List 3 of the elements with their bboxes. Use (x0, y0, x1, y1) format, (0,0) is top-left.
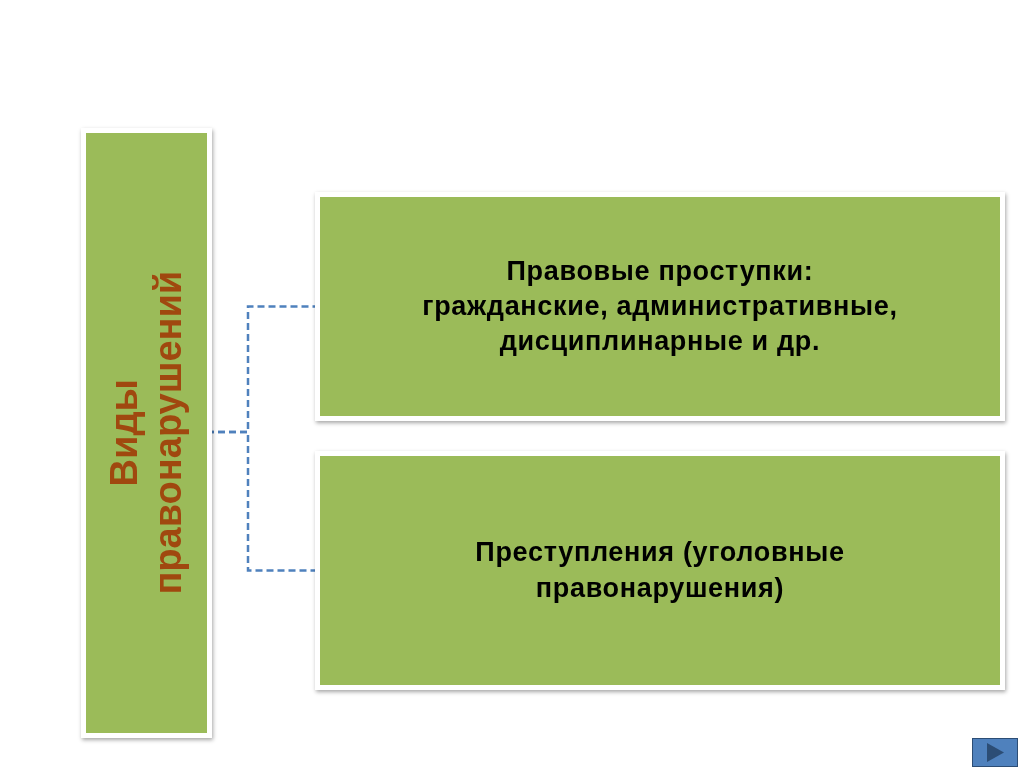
type-text: Преступления (уголовные правонарушения) (474, 536, 846, 605)
category-title: Виды правонарушений (102, 270, 190, 597)
type-text: Правовые проступки: гражданские, административные, дисциплинарные и др. (421, 254, 899, 359)
